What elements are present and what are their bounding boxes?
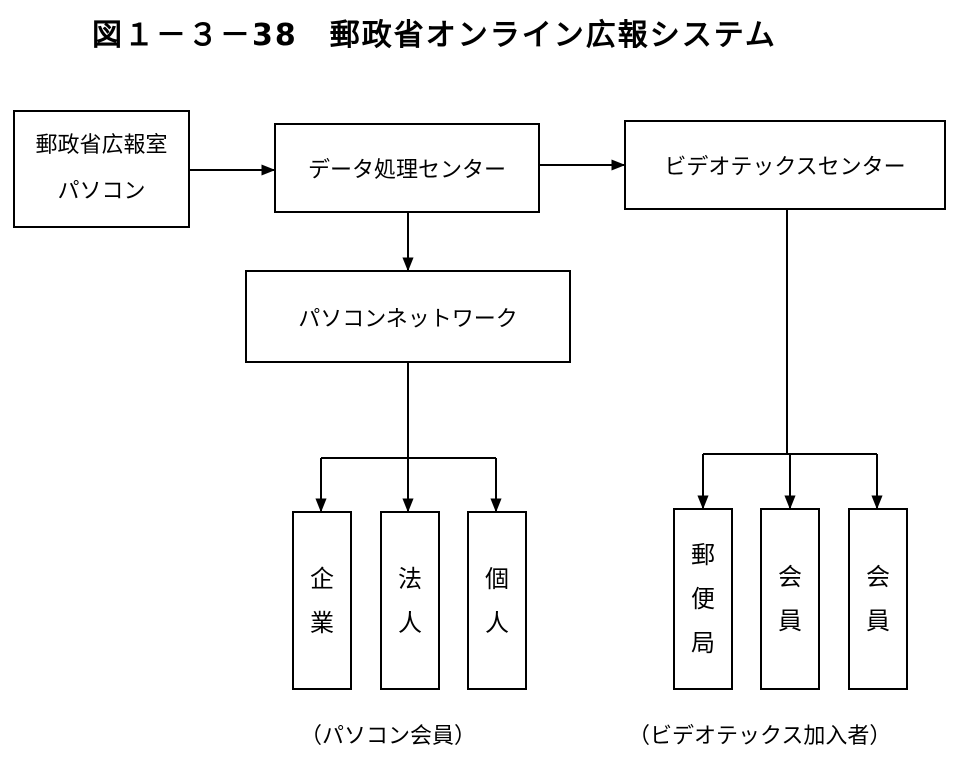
member-box-post-office: 郵 便 局 [673,508,733,690]
videotex-center-box: ビデオテックスセンター [624,120,946,210]
diagram-title: 図１－３－38 郵政省オンライン広報システム [92,18,777,53]
pc-members-caption: （パソコン会員） [300,724,477,749]
member-char: 会 [866,563,890,591]
member-char: 業 [310,608,334,637]
member-char: 人 [398,608,422,637]
videotex-center-label: ビデオテックスセンター [664,155,906,180]
pr-office-box: 郵政省広報室 パソコン [13,110,190,228]
member-char: 法 [398,564,422,593]
videotex-members-caption: （ビデオテックス加入者） [628,724,892,749]
pr-office-pc-label: パソコン [57,179,146,204]
member-box-corporation: 企 業 [292,511,352,690]
pc-network-box: パソコンネットワーク [245,270,571,363]
member-char: 個 [485,564,509,593]
pc-network-label: パソコンネットワーク [298,306,518,332]
member-char: 郵 [691,541,715,569]
member-char: 会 [778,563,802,591]
member-box-member-1: 会 員 [760,508,820,690]
member-box-member-2: 会 員 [848,508,908,690]
member-char: 局 [691,629,715,657]
member-char: 員 [778,607,802,635]
data-center-label: データ処理センター [307,158,506,183]
member-char: 員 [866,607,890,635]
data-center-box: データ処理センター [274,123,540,213]
member-char: 便 [691,585,715,613]
member-box-individual: 個 人 [467,511,527,690]
member-char: 企 [310,564,334,593]
member-char: 人 [485,608,509,637]
pr-office-label: 郵政省広報室 [35,133,168,158]
member-box-juridical-person: 法 人 [380,511,440,690]
